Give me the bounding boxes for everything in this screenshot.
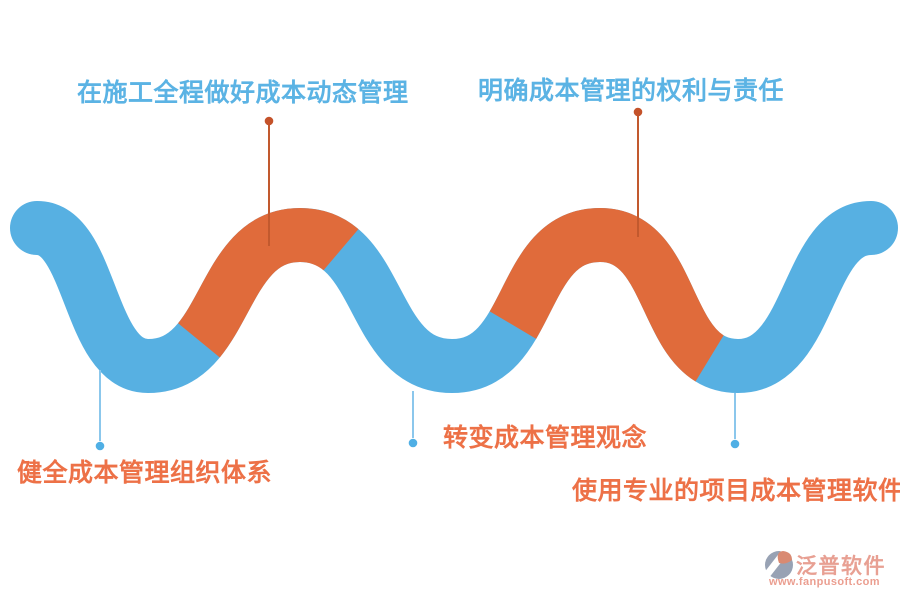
marker-dot-top-right <box>633 107 643 117</box>
brand-name: 泛普软件 <box>796 555 886 578</box>
marker-dot-bottom-center <box>408 438 418 448</box>
marker-dot-bottom-left <box>95 441 105 451</box>
marker-dot-top-left <box>264 116 274 126</box>
step-label-bottom-right: 使用专业的项目成本管理软件 <box>572 477 900 505</box>
brand-url: www.fanpusoft.com <box>769 576 880 588</box>
step-label-bottom-center: 转变成本管理观念 <box>443 424 648 452</box>
step-label-top-left: 在施工全程做好成本动态管理 <box>77 79 409 107</box>
step-label-bottom-left: 健全成本管理组织体系 <box>17 459 273 487</box>
brand-logo-icon <box>759 544 793 583</box>
marker-dot-bottom-right <box>730 439 740 449</box>
step-label-top-right: 明确成本管理的权利与责任 <box>478 77 785 105</box>
wave-blue-path <box>10 201 898 394</box>
